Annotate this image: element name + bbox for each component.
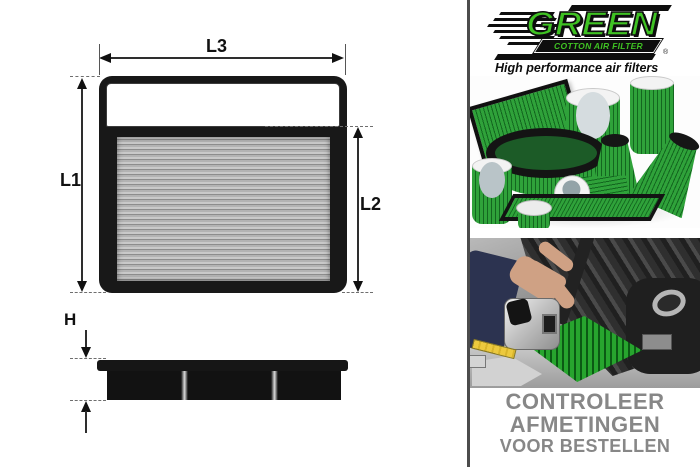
panel-divider (467, 0, 470, 467)
l2-arrowhead-bottom (353, 281, 363, 292)
l2-dimension-line (357, 135, 359, 284)
filter-cover-band (106, 83, 340, 127)
l3-extension-line-left (99, 44, 100, 75)
filter-side-view-body (107, 371, 341, 400)
l1-arrowhead-top (77, 78, 87, 89)
h-arrowhead-down (81, 347, 91, 358)
product-range-photo (470, 76, 700, 228)
filter-dimension-diagram: L3 L1 L2 H (60, 36, 382, 433)
filter-side-clip-right (271, 371, 278, 400)
measuring-tape-photo (470, 238, 700, 388)
l2-arrowhead-top (353, 127, 363, 138)
small-filter-top (516, 200, 552, 216)
dimension-label-h: H (64, 310, 77, 329)
connector-part (642, 334, 672, 350)
h-dimension-line-upper (85, 330, 87, 350)
l1-extension-line-top (70, 76, 100, 77)
oval-filter-inner (495, 136, 597, 170)
dimension-label-l2: L2 (360, 194, 382, 214)
dimension-label-l3: L3 (206, 36, 228, 56)
notice-line-3: VOOR BESTELLEN (499, 436, 671, 456)
notice-line-2: AFMETINGEN (509, 412, 661, 437)
l3-arrowhead-right (332, 53, 344, 63)
cone-cap (601, 134, 629, 147)
brand-panel: GREEN COTTON AIR FILTER ® High performan… (470, 0, 700, 467)
filter-side-view-lid (97, 360, 348, 371)
small-round-filter-photo (516, 200, 552, 228)
filter-side-clip-left (181, 371, 188, 400)
registered-trademark-icon: ® (663, 49, 669, 56)
brand-tagline: High performance air filters (495, 61, 659, 75)
notice-line-1: CONTROLEER (505, 389, 665, 414)
cylinder-filter-photo (630, 76, 674, 154)
cylinder-top-rim (630, 76, 674, 90)
tape-measure-end-hook (470, 355, 486, 368)
logo-bottom-bar (494, 54, 656, 60)
h-extension-line-top (70, 358, 106, 359)
l3-dimension-line (108, 57, 338, 59)
h-arrowhead-up (81, 401, 91, 412)
l1-extension-line-bottom (70, 292, 106, 293)
brand-subtitle: COTTON AIR FILTER (553, 41, 643, 51)
l2-extension-line-bottom (342, 292, 373, 293)
tape-measure-window (542, 314, 557, 334)
green-brand-logo: GREEN COTTON AIR FILTER ® High performan… (470, 3, 700, 75)
l3-arrowhead-left (99, 53, 111, 63)
l2-extension-line-top (265, 126, 373, 127)
filter-pleats (117, 137, 330, 281)
l1-arrowhead-bottom (77, 281, 87, 292)
cylinder-top-hole (575, 92, 611, 140)
brand-name: GREEN (525, 5, 658, 42)
filter-top-view (99, 76, 347, 293)
l1-dimension-line (81, 86, 83, 284)
order-notice: CONTROLEER AFMETINGEN VOOR BESTELLEN (470, 390, 700, 457)
h-extension-line-bottom (70, 400, 106, 401)
dimension-label-l1: L1 (60, 170, 82, 190)
h-dimension-line-lower (85, 411, 87, 433)
cylinder-top-hole (479, 162, 505, 198)
brand-subtitle-band: COTTON AIR FILTER (532, 38, 664, 54)
l3-extension-line-right (345, 44, 346, 75)
